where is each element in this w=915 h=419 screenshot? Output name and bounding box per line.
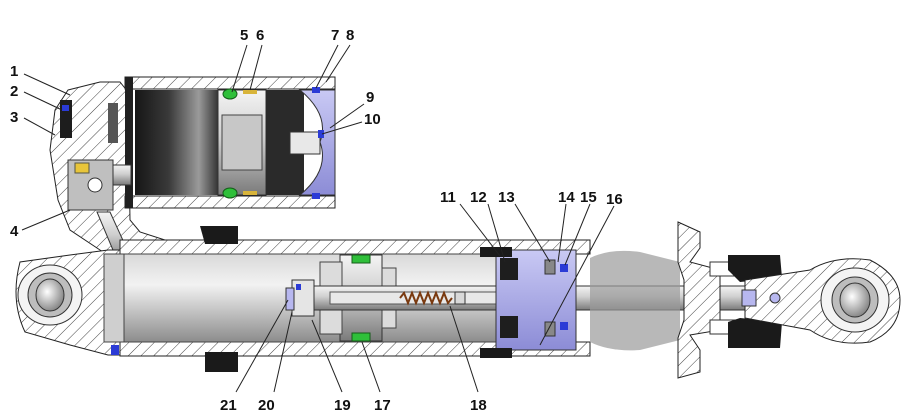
piston-seal-green-bottom: [222, 187, 238, 199]
piston-nut-oring: [296, 284, 301, 290]
callout-9: 9: [366, 89, 374, 106]
main-piston-seal-top: [351, 254, 371, 264]
rebound-needle-spring: [399, 290, 453, 306]
leader-16: [539, 205, 615, 346]
rod-seal-bottom: [500, 316, 518, 338]
leader-5: [231, 44, 248, 93]
callout-2: 2: [10, 83, 18, 100]
leader-20: [273, 311, 293, 393]
adjuster-oring: [62, 105, 69, 111]
end-cap-oring-top: [312, 87, 320, 93]
leader-10: [321, 121, 363, 135]
leader-1: [23, 73, 71, 96]
callout-13: 13: [498, 189, 515, 206]
leader-4: [21, 209, 71, 231]
leader-2: [23, 91, 63, 111]
end-cap-oring-bottom: [312, 193, 320, 199]
right-end-flange: [677, 221, 721, 379]
callout-18: 18: [470, 397, 487, 414]
piston-guide-ring-top: [243, 90, 257, 94]
leader-11: [459, 203, 501, 257]
leader-lines: [21, 44, 615, 393]
mount-bracket-top: [200, 226, 238, 244]
callout-6: 6: [256, 27, 264, 44]
head-spool: [108, 103, 118, 143]
leader-15: [564, 203, 591, 266]
callout-12: 12: [470, 189, 487, 206]
callout-20: 20: [258, 397, 275, 414]
valve-cap: [289, 131, 321, 155]
bump-stop-top: [480, 247, 512, 257]
valve-oring: [318, 130, 324, 138]
leader-6: [249, 44, 263, 91]
leader-19: [311, 319, 343, 393]
leader-3: [23, 117, 56, 136]
mount-bracket-bottom: [205, 352, 238, 372]
main-piston-seal-bottom: [351, 332, 371, 342]
callout-21: 21: [220, 397, 237, 414]
reservoir-cap: [125, 77, 133, 208]
cylinder-end-plug: [103, 253, 125, 343]
valve-needle: [87, 177, 103, 193]
leader-21: [235, 299, 289, 393]
reservoir-oil-chamber: [135, 90, 220, 195]
bump-stop-bottom: [480, 348, 512, 358]
check-plate: [285, 287, 295, 311]
end-plug-oring: [111, 345, 119, 355]
callout-17: 17: [374, 397, 391, 414]
leader-7: [315, 44, 339, 89]
callout-11: 11: [440, 189, 456, 206]
valve-brass-insert: [74, 162, 90, 174]
leader-18: [449, 305, 479, 393]
leader-8: [325, 44, 351, 83]
leader-13: [514, 203, 551, 263]
reservoir-end-cap: [298, 89, 336, 196]
callout-1: 1: [10, 63, 18, 80]
callout-4: 4: [10, 223, 19, 240]
right-eyelet-ball: [839, 282, 871, 318]
seal-head-oring-top: [560, 264, 568, 272]
dust-wiper-top: [544, 259, 556, 275]
callout-8: 8: [346, 27, 354, 44]
top-out-bumper-upper: [728, 255, 782, 282]
callout-16: 16: [606, 191, 623, 208]
callout-19: 19: [334, 397, 351, 414]
needle-guide: [454, 291, 466, 305]
rod-end-bumper: [590, 250, 680, 351]
leader-14: [557, 203, 567, 263]
seal-head-oring-bottom: [560, 322, 568, 330]
callout-3: 3: [10, 109, 18, 126]
callout-10: 10: [364, 111, 381, 128]
callout-5: 5: [240, 27, 248, 44]
head-connector-stub: [112, 164, 132, 186]
leader-9: [329, 103, 365, 129]
rod-seal-top: [500, 258, 518, 280]
dust-wiper-bottom: [544, 321, 556, 337]
piston-nut: [291, 279, 315, 317]
reservoir-tube-top: [124, 76, 336, 90]
leader-17: [361, 341, 381, 393]
callout-7: 7: [331, 27, 339, 44]
floating-piston-core: [221, 114, 263, 171]
callout-14: 14: [558, 189, 575, 206]
main-body-assembly: [15, 221, 901, 379]
top-out-bumper-lower: [728, 318, 782, 348]
piston-seal-green-top: [222, 88, 238, 100]
leader-12: [487, 203, 506, 263]
rod-end-bleed-port: [769, 292, 781, 304]
piston-guide-ring-bottom: [243, 191, 257, 195]
left-eyelet-ball: [35, 278, 65, 312]
callout-labels: 1 2 3 4 5 6 7 8 9 10 11 12 13 14 15 16 1…: [10, 27, 623, 414]
rod-end-threaded-plug: [741, 289, 757, 307]
callout-15: 15: [580, 189, 597, 206]
reservoir-assembly: [49, 76, 336, 263]
